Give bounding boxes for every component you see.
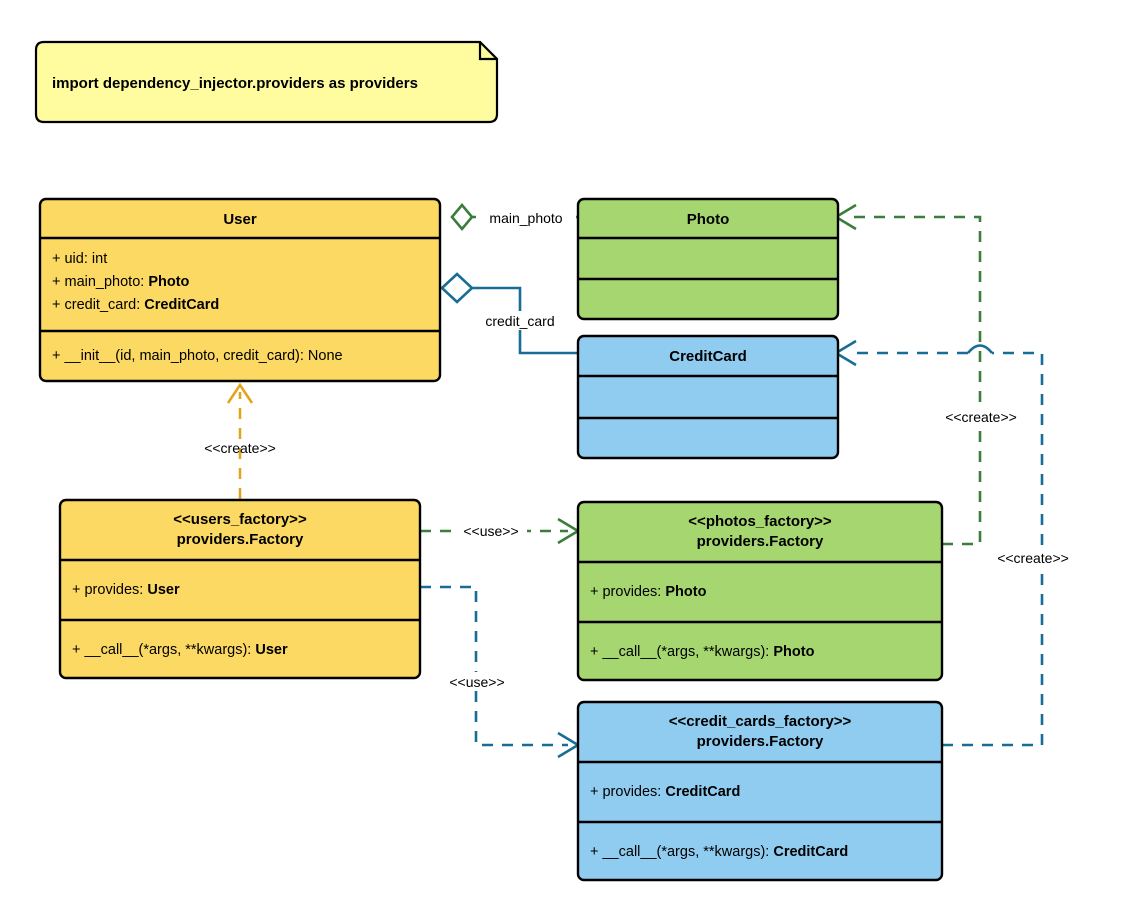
- class-box-users-factory[interactable]: <<users_factory>> providers.Factory + pr…: [58, 498, 422, 680]
- credit-cards-factory-stereotype: <<credit_cards_factory>>: [669, 713, 852, 730]
- user-attribute-0: + uid: int: [52, 251, 107, 267]
- user-box: [38, 197, 442, 383]
- credit-card-label: credit_card: [485, 313, 554, 329]
- users-factory-box: [58, 498, 422, 680]
- credit-card-title: CreditCard: [669, 348, 747, 365]
- photo-title: Photo: [687, 211, 730, 228]
- note-body: [34, 40, 499, 124]
- use-photos-label: <<use>>: [463, 523, 518, 539]
- photo-box: [576, 197, 840, 321]
- credit-cards-factory-method-0: + __call__(*args, **kwargs): CreditCard: [590, 844, 848, 860]
- import-note: import dependency_injector.providers as …: [34, 40, 499, 124]
- note-text: import dependency_injector.providers as …: [52, 75, 418, 92]
- create-user-arrowhead-icon: [226, 382, 254, 404]
- photos-factory-attribute-0: + provides: Photo: [590, 584, 707, 600]
- credit-card-box: [576, 334, 840, 460]
- use-credit-cards-label: <<use>>: [449, 674, 504, 690]
- credit-cards-factory-attribute-0: + provides: CreditCard: [590, 784, 740, 800]
- photos-factory-title: providers.Factory: [697, 533, 824, 550]
- use-photos-label-bg: [455, 521, 527, 540]
- user-method-0: + __init__(id, main_photo, credit_card):…: [52, 348, 343, 364]
- note-folded-corner-icon: [478, 42, 497, 61]
- use-credit-cards-label-bg: [438, 672, 516, 691]
- credit-card-label-bg: [466, 311, 574, 330]
- edge-users-factory-uses-photos-factory: <<use>>: [420, 517, 581, 545]
- main-photo-label-bg: [476, 208, 576, 227]
- credit-cards-factory-title: providers.Factory: [697, 733, 824, 750]
- users-factory-attribute-0: + provides: User: [72, 582, 180, 598]
- credit-cards-factory-box: [576, 700, 944, 882]
- create-credit-card-label: <<create>>: [997, 550, 1069, 566]
- edge-user-credit-card: credit_card: [440, 272, 578, 355]
- create-photo-label: <<create>>: [945, 409, 1017, 425]
- use-credit-cards-line: [420, 585, 568, 747]
- create-credit-card-label-bg: [988, 548, 1078, 567]
- photos-factory-method-0: + __call__(*args, **kwargs): Photo: [590, 644, 815, 660]
- edge-users-factory-creates-user: <<create>>: [204, 382, 276, 499]
- class-box-credit-cards-factory[interactable]: <<credit_cards_factory>> providers.Facto…: [576, 700, 944, 882]
- class-box-credit-card[interactable]: CreditCard: [576, 334, 840, 460]
- edge-user-main-photo: main_photo: [450, 202, 578, 232]
- user-title: User: [223, 211, 257, 228]
- credit-card-aggregation-diamond-icon: [440, 272, 474, 304]
- create-photo-line: [854, 215, 982, 546]
- user-attribute-2: + credit_card: CreditCard: [52, 297, 219, 313]
- photos-factory-box: [576, 500, 944, 682]
- edge-credit-cards-factory-creates-credit-card: <<create>>: [833, 339, 1078, 747]
- create-credit-card-line-hop-icon: [966, 344, 994, 354]
- create-credit-card-line-right: [942, 351, 1044, 747]
- class-box-user[interactable]: User + uid: int + main_photo: Photo + cr…: [38, 197, 442, 383]
- class-box-photo[interactable]: Photo: [576, 197, 840, 321]
- class-box-photos-factory[interactable]: <<photos_factory>> providers.Factory + p…: [576, 500, 944, 682]
- users-factory-stereotype: <<users_factory>>: [173, 511, 307, 528]
- main-photo-aggregation-diamond-icon: [450, 202, 474, 232]
- edge-users-factory-uses-credit-cards-factory: <<use>>: [420, 585, 581, 759]
- edge-photos-factory-creates-photo: <<create>>: [833, 203, 1026, 546]
- user-attribute-1: + main_photo: Photo: [52, 274, 190, 290]
- create-photo-label-bg: [936, 407, 1026, 426]
- photos-factory-stereotype: <<photos_factory>>: [688, 513, 832, 530]
- users-factory-method-0: + __call__(*args, **kwargs): User: [72, 642, 288, 658]
- main-photo-label: main_photo: [489, 210, 562, 226]
- create-user-label: <<create>>: [204, 440, 276, 456]
- users-factory-title: providers.Factory: [177, 531, 304, 548]
